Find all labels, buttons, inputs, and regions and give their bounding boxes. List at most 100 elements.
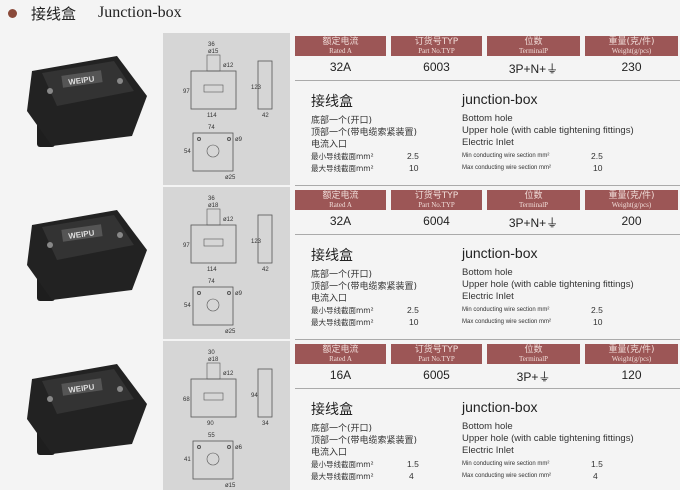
max-section-value: 10 [409, 163, 419, 173]
desc-en: Electric Inlet [462, 137, 514, 148]
dimension-label: WEIPU [68, 74, 95, 87]
rated-value: 32A [329, 60, 352, 74]
dimension-label: ø9 [235, 291, 243, 297]
dimension-label: Weight(g/pcs) [611, 201, 652, 209]
dimension-label: ø12 [223, 217, 234, 223]
desc-cn: 顶部一个(带电缆索紧装置) [311, 436, 418, 446]
dimension-label: Rated A [329, 201, 352, 209]
min-section-label-en: Min conducting wire section mm² [462, 153, 550, 159]
dimension-label: 90 [207, 421, 214, 427]
dimension-label: ø12 [223, 63, 234, 69]
dimension-label: Part No.TYP [418, 201, 455, 209]
dimension-label: Weight(g/pcs) [611, 355, 652, 363]
dimension-label: 重量(克/件) [608, 37, 655, 47]
dimension-label: 54 [184, 303, 191, 309]
dimension-label: 97 [183, 243, 190, 249]
dimension-label: 74 [208, 125, 215, 131]
product-name-cn: 接线盒 [311, 402, 353, 418]
part-value: 6004 [423, 214, 450, 228]
product-name-en: junction-box [462, 399, 538, 415]
max-section-label-en: Max conducting wire section mm² [462, 473, 552, 479]
dimension-label: Rated A [329, 47, 352, 55]
terminal-value: 3P+N+⏚ [508, 62, 559, 76]
dimension-label: 94 [251, 393, 258, 399]
weight-value: 230 [621, 60, 642, 74]
dimension-label: 额定电流 [322, 191, 359, 201]
desc-cn: 底部一个(开口) [311, 424, 373, 434]
divider [295, 339, 680, 340]
min-section-label-en: Min conducting wire section mm² [462, 307, 550, 313]
max-section-label-cn: 最大导线截面mm² [311, 164, 374, 173]
desc-en: Bottom hole [462, 113, 513, 124]
max-section-value-en: 4 [593, 471, 598, 481]
dimension-label: ø25 [225, 329, 236, 335]
dimension-label: 订货号TYP [414, 37, 459, 47]
min-section-label-en: Min conducting wire section mm² [462, 461, 550, 467]
divider [295, 185, 680, 186]
desc-en: Bottom hole [462, 267, 513, 278]
desc-en: Upper hole (with cable tightening fittin… [462, 125, 634, 136]
desc-cn: 顶部一个(带电缆索紧装置) [311, 282, 418, 292]
product-photo: WEIPU [27, 56, 147, 147]
desc-en: Upper hole (with cable tightening fittin… [462, 433, 634, 444]
dimension-label: ø12 [223, 371, 234, 377]
min-section-value: 1.5 [407, 459, 419, 469]
desc-cn: 底部一个(开口) [311, 270, 373, 280]
dimension-label: 74 [208, 279, 215, 285]
dimension-label: 97 [183, 89, 190, 95]
desc-en: Electric Inlet [462, 291, 514, 302]
min-section-value: 2.5 [407, 305, 419, 315]
dimension-label: ø18 [208, 357, 219, 363]
dimension-label: 额定电流 [322, 37, 359, 47]
dimension-label: 42 [262, 113, 269, 119]
dimension-label: 36 [208, 196, 215, 202]
max-section-value-en: 10 [593, 317, 603, 327]
product-section: WEIPU 36 ø15 ø12 97 114 123 42 74 ø9 54 … [0, 33, 680, 186]
product-section: WEIPU 36 ø18 ø12 97 114 123 42 74 ø9 54 … [0, 187, 680, 340]
desc-en: Electric Inlet [462, 445, 514, 456]
product-photo: WEIPU [27, 364, 147, 455]
min-section-value-en: 2.5 [591, 305, 603, 315]
dimension-label: 68 [183, 397, 190, 403]
product-name-cn: 接线盒 [311, 94, 353, 110]
max-section-value: 4 [409, 471, 414, 481]
min-section-label-cn: 最小导线截面mm² [311, 460, 374, 469]
divider [295, 234, 680, 235]
max-section-value-en: 10 [593, 163, 603, 173]
dimension-label: ø6 [235, 445, 243, 451]
dimension-label: Rated A [329, 355, 352, 363]
min-section-label-cn: 最小导线截面mm² [311, 306, 374, 315]
max-section-label-en: Max conducting wire section mm² [462, 319, 552, 325]
min-section-value: 2.5 [407, 151, 419, 161]
min-section-value-en: 1.5 [591, 459, 603, 469]
dimension-label: 位数 [524, 37, 543, 47]
desc-en: Bottom hole [462, 421, 513, 432]
max-section-label-cn: 最大导线截面mm² [311, 318, 374, 327]
part-value: 6003 [423, 60, 450, 74]
dimension-label: TerminalP [518, 47, 549, 55]
part-value: 6005 [423, 368, 450, 382]
dimension-label: WEIPU [68, 382, 95, 395]
dimension-label: 114 [207, 113, 217, 119]
dimension-label: 订货号TYP [414, 191, 459, 201]
min-section-label-cn: 最小导线截面mm² [311, 152, 374, 161]
desc-en: Upper hole (with cable tightening fittin… [462, 279, 634, 290]
dimension-label: 位数 [524, 191, 543, 201]
dimension-label: 30 [208, 350, 215, 356]
min-section-value-en: 2.5 [591, 151, 603, 161]
product-section: WEIPU 30 ø18 ø12 68 90 94 34 55 ø6 41 ø1… [0, 341, 680, 490]
dimension-label: 41 [184, 457, 191, 463]
dimension-label: 55 [208, 433, 215, 439]
column-header-weight: 重量(克/件)Weight(g/pcs) [585, 190, 678, 210]
product-photo: WEIPU [27, 210, 147, 301]
dimension-label: 123 [251, 85, 262, 91]
dimension-label: 54 [184, 149, 191, 155]
dimension-label: TerminalP [518, 201, 549, 209]
